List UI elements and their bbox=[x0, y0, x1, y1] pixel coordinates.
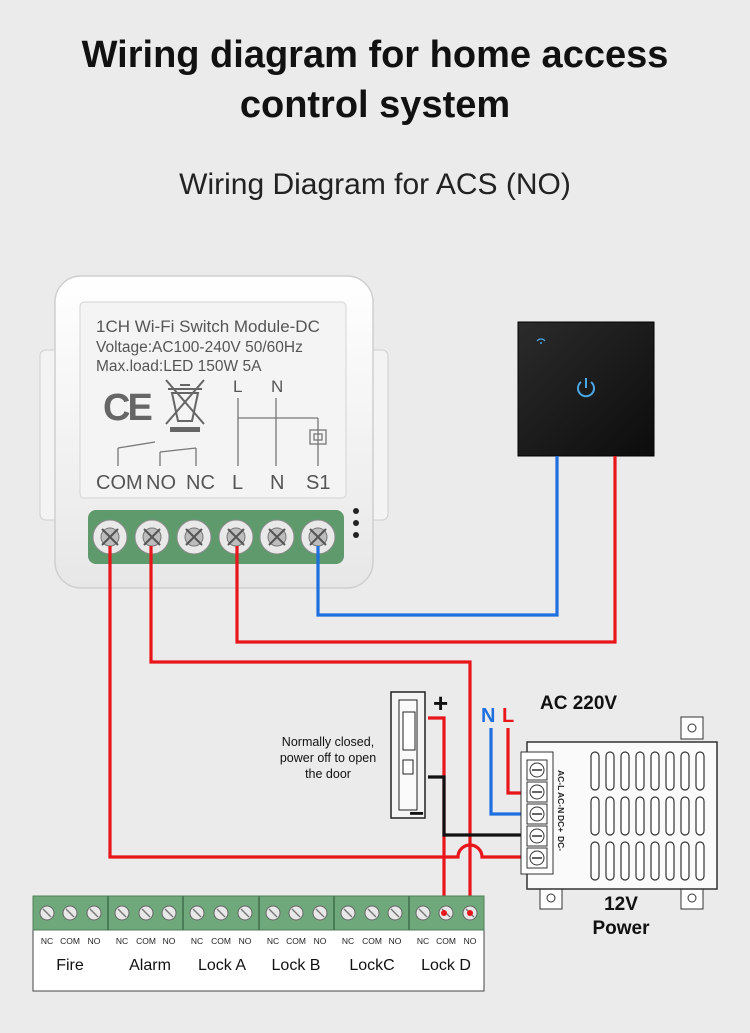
terminal-label-nc: NC bbox=[186, 472, 215, 494]
module-label-panel bbox=[79, 301, 347, 499]
switch-glass-panel bbox=[517, 321, 655, 457]
wire-end-dot bbox=[441, 910, 447, 916]
power-supply: AC 220V N L AC-L AC-N DC+ DC- 1 bbox=[481, 693, 718, 939]
terminal-label-com: COM bbox=[96, 472, 143, 494]
status-led-dot bbox=[353, 532, 359, 538]
psu-output-line-1: 12V bbox=[604, 894, 638, 915]
terminal-label-s1: S1 bbox=[306, 472, 330, 494]
psu-terminal-label-ac-n: AC-N bbox=[556, 792, 566, 813]
module-max-load: Max.load:LED 150W 5A bbox=[96, 358, 262, 375]
label-top-l: L bbox=[233, 377, 242, 396]
wire-lock-minus-to-dc-positive bbox=[428, 775, 540, 837]
wifi-icon-dot bbox=[540, 342, 542, 344]
neutral-label: N bbox=[481, 705, 495, 727]
group-lock-b: Lock B bbox=[272, 957, 321, 974]
wifi-icon bbox=[536, 338, 546, 342]
module-voltage: Voltage:AC100-240V 50/60Hz bbox=[96, 339, 303, 356]
pin-label: NO bbox=[239, 936, 252, 946]
lock-plus-label: + bbox=[433, 688, 448, 718]
screw-terminal bbox=[218, 519, 254, 555]
wire-lock-plus bbox=[428, 716, 446, 912]
pin-label: NO bbox=[389, 936, 402, 946]
pin-label: NC bbox=[41, 936, 53, 946]
psu-terminal-label-dc-plus: DC+ bbox=[556, 815, 566, 832]
pin-label: NC bbox=[417, 936, 429, 946]
wires bbox=[108, 456, 617, 912]
controller-screw-slots bbox=[42, 908, 475, 918]
page-subtitle: Wiring Diagram for ACS (NO) bbox=[179, 168, 571, 201]
pin-label: NO bbox=[464, 936, 477, 946]
label-top-n: N bbox=[271, 377, 283, 396]
pin-label: COM bbox=[136, 936, 156, 946]
live-label: L bbox=[502, 705, 514, 727]
status-led-dot bbox=[353, 508, 359, 514]
terminal-label-l: L bbox=[232, 472, 243, 494]
module-internal-schematic bbox=[117, 398, 327, 466]
screw-terminal bbox=[300, 519, 336, 555]
pin-label: COM bbox=[211, 936, 231, 946]
terminal-label-n: N bbox=[270, 472, 284, 494]
psu-screw bbox=[526, 781, 548, 803]
lock-note-line-2: power off to open bbox=[280, 751, 376, 765]
lock-bolt bbox=[402, 711, 416, 751]
lock-note-line-3: the door bbox=[305, 767, 351, 781]
page-title-line-1: Wiring diagram for home access bbox=[81, 34, 669, 76]
pin-label: NO bbox=[314, 936, 327, 946]
pin-label: NC bbox=[342, 936, 354, 946]
pin-label: COM bbox=[362, 936, 382, 946]
pin-label: NC bbox=[267, 936, 279, 946]
power-icon bbox=[577, 378, 595, 398]
module-screw-terminals bbox=[92, 519, 336, 555]
wire-no-to-lock-d bbox=[149, 546, 472, 912]
psu-screw bbox=[526, 759, 548, 781]
ce-mark: CE bbox=[103, 387, 151, 429]
pin-label: NC bbox=[116, 936, 128, 946]
lock-latch bbox=[402, 759, 414, 775]
module-name: 1CH Wi-Fi Switch Module-DC bbox=[96, 317, 320, 336]
pin-label: COM bbox=[286, 936, 306, 946]
lock-note-line-1: Normally closed, bbox=[282, 735, 374, 749]
page-title: Wiring diagram for home access control s… bbox=[0, 30, 750, 130]
group-lock-a: Lock A bbox=[198, 957, 246, 974]
psu-screw bbox=[526, 803, 548, 825]
screw-terminal bbox=[134, 519, 170, 555]
wire-com-to-dc-negative bbox=[108, 546, 540, 859]
psu-terminal-label-dc-minus: DC- bbox=[556, 836, 566, 851]
pin-label: NO bbox=[88, 936, 101, 946]
terminal-label-no: NO bbox=[146, 472, 176, 494]
pin-label: COM bbox=[60, 936, 80, 946]
group-fire: Fire bbox=[56, 957, 84, 974]
psu-output-line-2: Power bbox=[592, 918, 650, 939]
pin-label: COM bbox=[436, 936, 456, 946]
screw-terminal bbox=[259, 519, 295, 555]
status-led-dot bbox=[353, 520, 359, 526]
weee-bin-icon bbox=[165, 379, 205, 432]
wire-end-dot bbox=[467, 910, 473, 916]
psu-screw-terminals bbox=[526, 759, 548, 869]
wire-s1-to-switch bbox=[316, 456, 559, 617]
pin-label: NO bbox=[163, 936, 176, 946]
electric-lock: + − Normally closed, power off to open t… bbox=[280, 688, 448, 828]
psu-vents bbox=[590, 751, 705, 881]
group-lock-c: LockC bbox=[349, 957, 394, 974]
wire-l-to-switch bbox=[235, 456, 617, 644]
page-title-line-2: control system bbox=[239, 84, 511, 126]
group-lock-d: Lock D bbox=[421, 957, 471, 974]
switch-module: 1CH Wi-Fi Switch Module-DC Voltage:AC100… bbox=[39, 275, 389, 589]
screw-terminal bbox=[176, 519, 212, 555]
lock-minus-label: − bbox=[409, 798, 424, 828]
group-alarm: Alarm bbox=[129, 957, 171, 974]
psu-screw bbox=[526, 847, 548, 869]
pin-label: NC bbox=[191, 936, 203, 946]
psu-screw bbox=[526, 825, 548, 847]
psu-terminal-label-ac-l: AC-L bbox=[556, 770, 566, 790]
ac-voltage-label: AC 220V bbox=[540, 693, 617, 714]
wall-touch-switch bbox=[517, 321, 655, 457]
